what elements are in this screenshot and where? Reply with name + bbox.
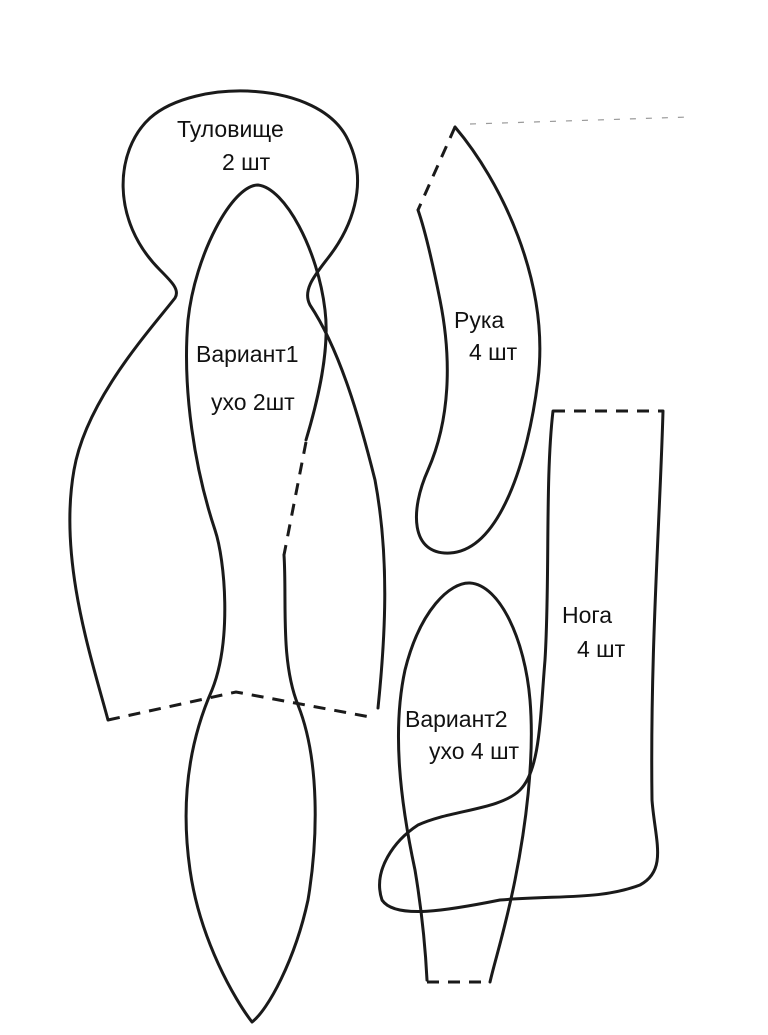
- body-label-count: 2 шт: [222, 149, 271, 175]
- leg-outline: [378, 409, 665, 914]
- arm-top-seam: [416, 126, 457, 211]
- body-label-name: Туловище: [177, 116, 284, 142]
- arm-outline: [414, 125, 542, 555]
- leg-piece: [378, 409, 665, 914]
- leg-label-name: Нога: [562, 602, 612, 628]
- ear-variant2-outline: [396, 581, 533, 984]
- arm-piece: [414, 116, 691, 555]
- body-outline: [68, 89, 387, 722]
- arm-label-count: 4 шт: [469, 339, 518, 365]
- ear-variant2-label-name: Вариант2: [405, 706, 508, 732]
- ear-variant2-piece: [396, 581, 533, 984]
- arm-label-name: Рука: [454, 307, 504, 333]
- ear-variant1-label-name: Вариант1: [196, 341, 299, 367]
- leg-label-count: 4 шт: [577, 636, 626, 662]
- ear-variant2-label-count: ухо 4 шт: [429, 738, 520, 764]
- ear-variant1-dashed-edge: [282, 441, 308, 556]
- body-bottom-seam: [107, 690, 371, 722]
- ear-variant1-outline-left: [184, 183, 328, 1024]
- body-piece: [68, 89, 387, 722]
- arm-faint-mark: [469, 116, 691, 125]
- ear-variant1-piece: [184, 183, 328, 1024]
- ear-variant1-label-count: ухо 2шт: [211, 389, 295, 415]
